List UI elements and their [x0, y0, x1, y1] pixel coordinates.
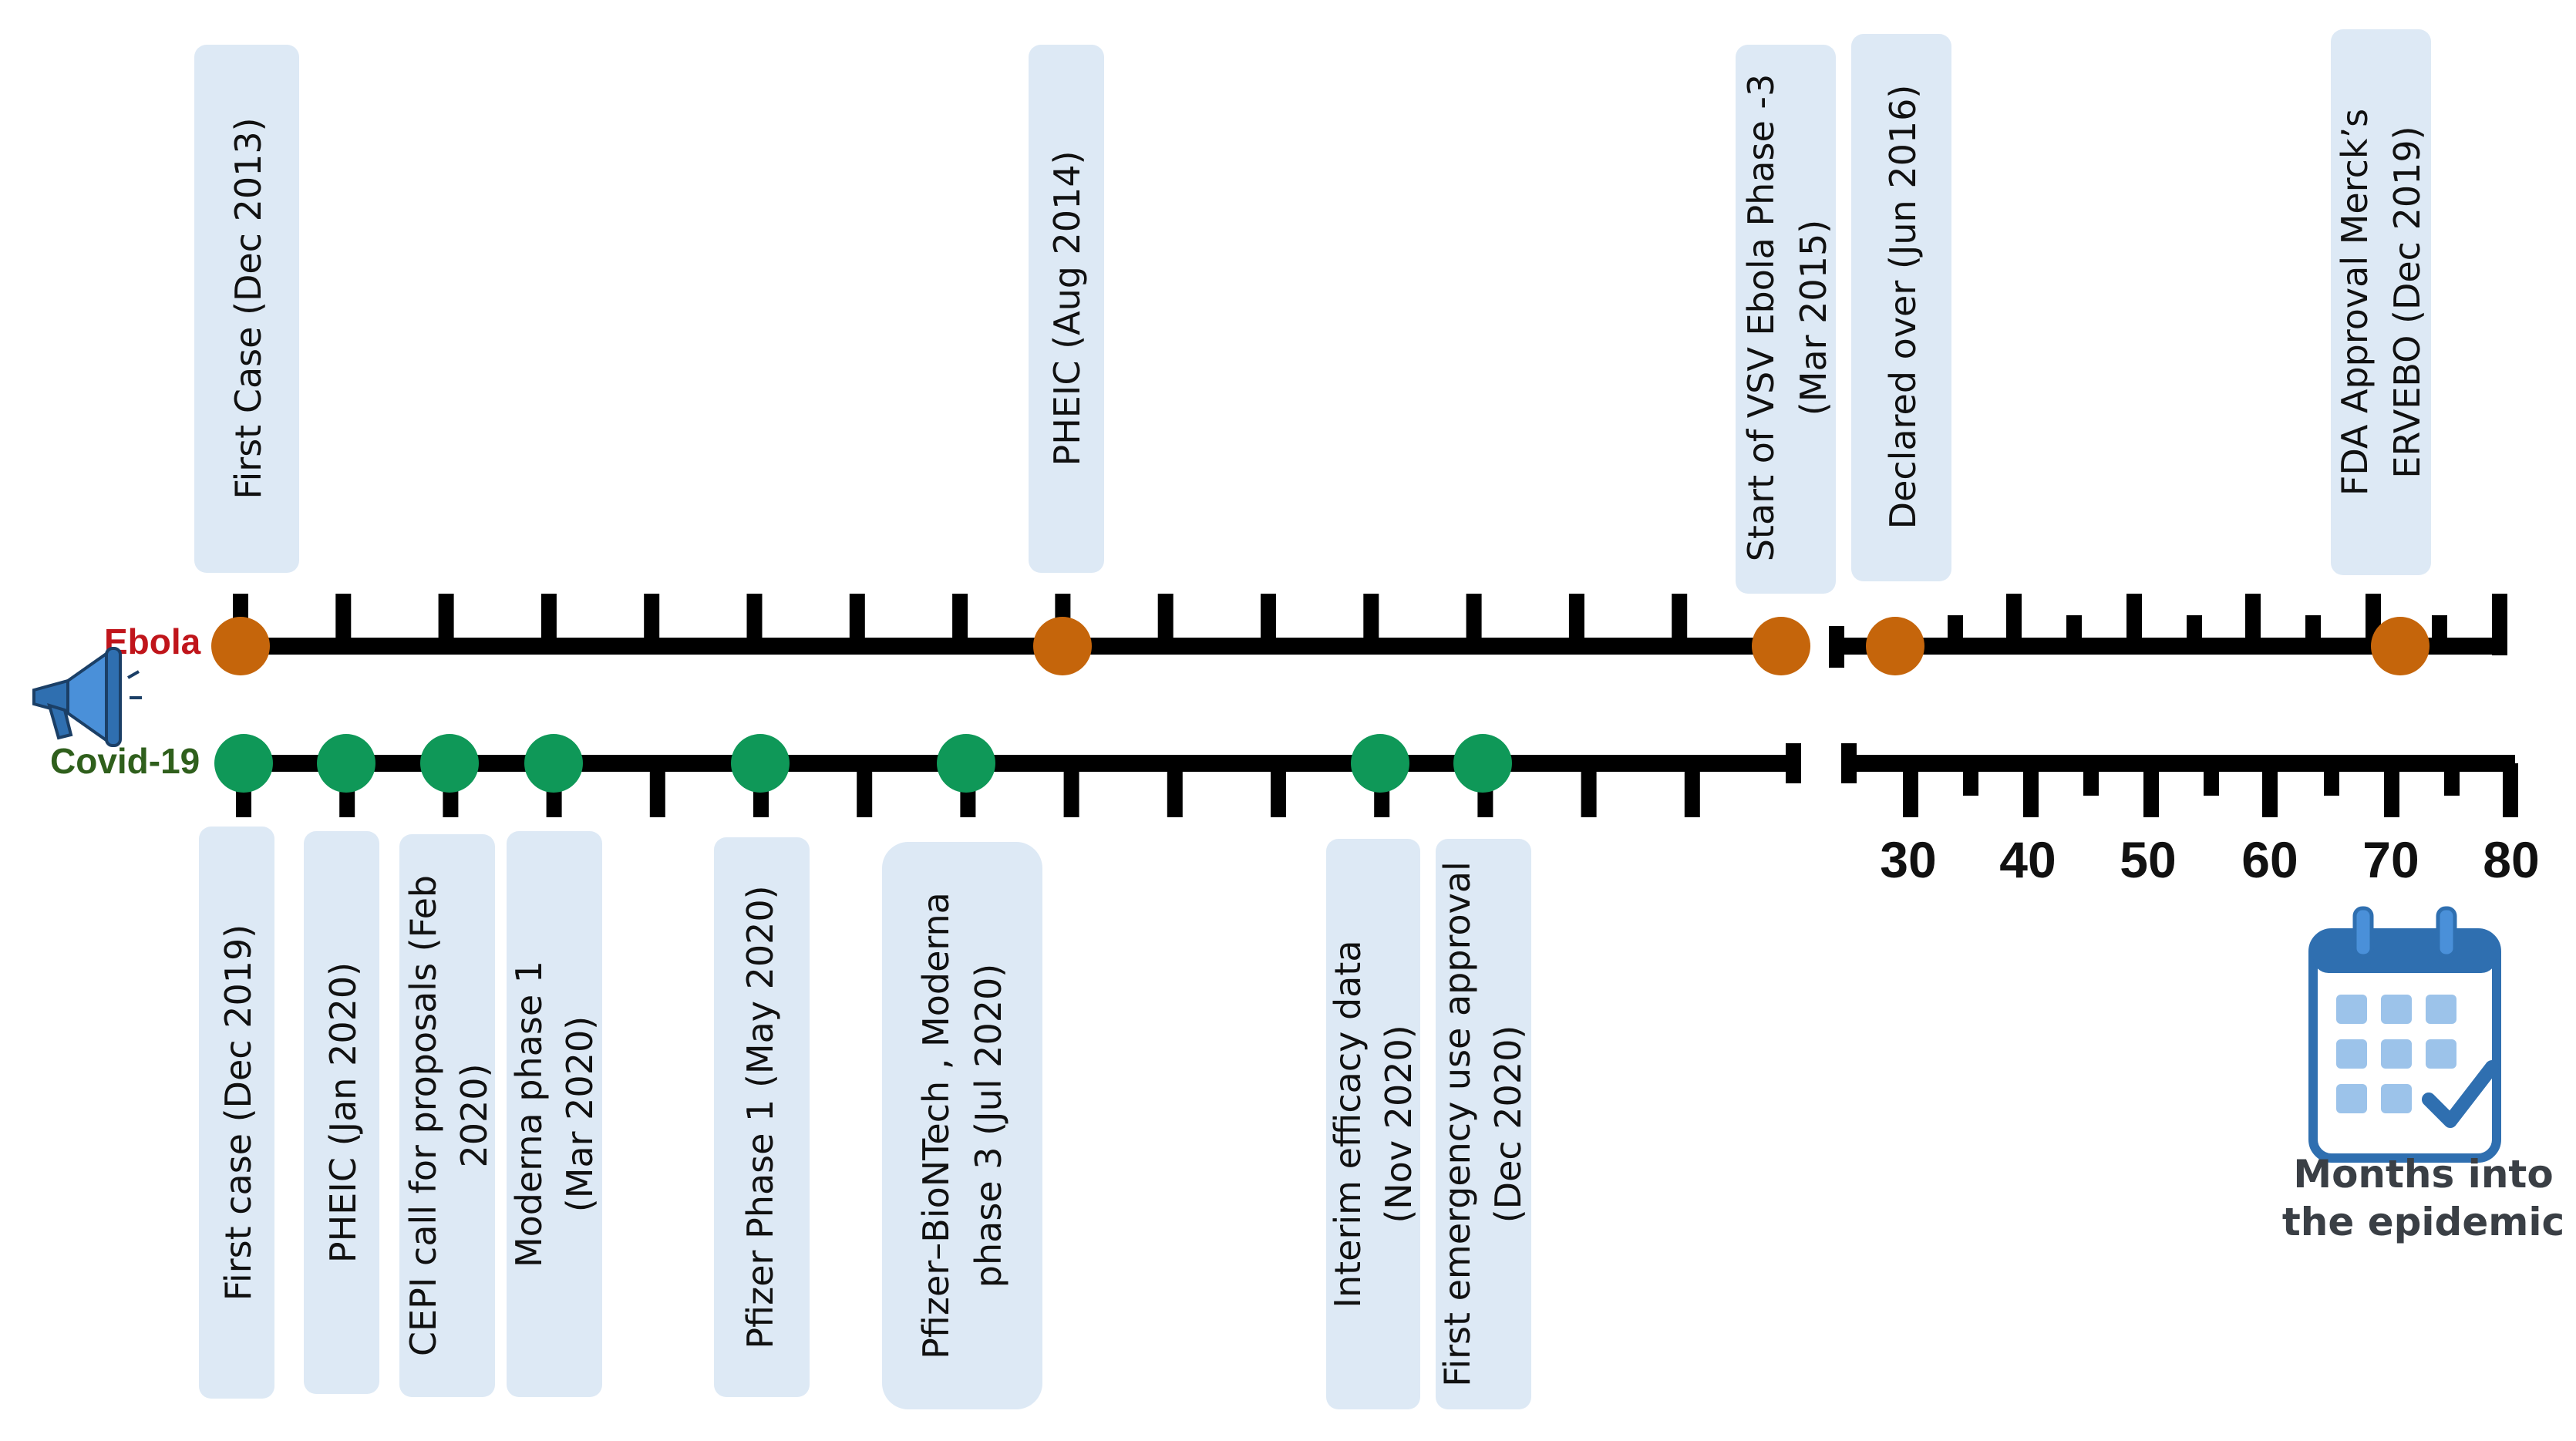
covid-event-4-label-line1: Moderna phase 1 [508, 961, 550, 1268]
covid-event-7-label-line1: Interim efficacy data [1327, 940, 1369, 1308]
ebola-event-3: Start of VSV Ebola Phase -3 (Mar 2015) [1736, 45, 1836, 594]
covid-event-1: First case (Dec 2019) [199, 827, 274, 1399]
ebola-event-2-marker [1033, 617, 1092, 675]
months-caption-line1: Months into [2293, 1152, 2553, 1197]
megaphone-icon [32, 647, 142, 747]
ebola-event-2-label: PHEIC (Aug 2014) [1046, 150, 1088, 466]
covid-event-3-label-line1: CEPI call for proposals (Feb [402, 875, 444, 1356]
covid-event-8-label-line2: (Dec 2020) [1487, 1025, 1529, 1224]
covid-event-6-marker [937, 734, 995, 793]
covid-event-3-marker [420, 734, 479, 793]
covid-timeline [214, 734, 2518, 817]
covid-event-7-marker [1351, 734, 1409, 793]
covid-event-3: CEPI call for proposals (Feb 2020) [399, 834, 495, 1397]
ebola-event-5-label-line1: FDA Approval Merck’s [2334, 109, 2376, 496]
ebola-event-1-marker [211, 617, 270, 675]
covid-event-4: Moderna phase 1 (Mar 2020) [507, 831, 602, 1397]
covid-event-2: PHEIC (Jan 2020) [304, 831, 379, 1394]
covid-event-8-label-line1: First emergency use approval [1436, 861, 1478, 1387]
covid-event-5-label: Pfizer Phase 1 (May 2020) [739, 885, 781, 1348]
months-caption-line2: the epidemic [2282, 1200, 2564, 1244]
ebola-event-5: FDA Approval Merck’s ERVEBO (Dec 2019) [2331, 29, 2431, 575]
axis-tick-label: 50 [2120, 831, 2176, 888]
covid-event-5-marker [731, 734, 790, 793]
covid-event-6: Pfizer–BioNTech , Moderna phase 3 (Jul 2… [882, 842, 1042, 1409]
covid-event-3-label-line2: 2020) [453, 1063, 495, 1167]
ebola-event-2: PHEIC (Aug 2014) [1029, 45, 1104, 573]
axis-tick-label: 60 [2241, 831, 2298, 888]
covid-event-8-marker [1453, 734, 1512, 793]
covid-event-1-label: First case (Dec 2019) [217, 924, 259, 1301]
ebola-event-1: First Case (Dec 2013) [194, 45, 299, 573]
axis-tick-label: 70 [2362, 831, 2419, 888]
axis-tick-labels: 30 40 50 60 70 80 [1880, 831, 2539, 888]
covid-event-8: First emergency use approval (Dec 2020) [1436, 839, 1531, 1409]
ebola-timeline [211, 594, 2507, 675]
ebola-event-3-marker [1752, 617, 1810, 675]
ebola-event-4-marker [1866, 617, 1924, 675]
covid-event-4-label-line2: (Mar 2020) [559, 1016, 601, 1212]
covid-event-6-label-line1: Pfizer–BioNTech , Moderna [915, 892, 957, 1359]
ebola-event-3-label-line2: (Mar 2015) [1793, 220, 1834, 416]
covid-event-7: Interim efficacy data (Nov 2020) [1326, 839, 1420, 1409]
covid-event-7-label-line2: (Nov 2020) [1378, 1025, 1419, 1223]
ebola-event-5-label-line2: ERVEBO (Dec 2019) [2386, 126, 2428, 478]
covid-event-2-marker [317, 734, 375, 793]
ebola-event-4-label: Declared over (Jun 2016) [1882, 85, 1924, 530]
covid-event-4-marker [524, 734, 583, 793]
covid-series-label: Covid-19 [50, 741, 200, 781]
ebola-event-5-marker [2371, 617, 2430, 675]
ebola-event-4: Declared over (Jun 2016) [1851, 34, 1951, 581]
ebola-event-1-label: First Case (Dec 2013) [227, 117, 269, 499]
axis-tick-label: 30 [1880, 831, 1936, 888]
ebola-event-3-label-line1: Start of VSV Ebola Phase -3 [1740, 74, 1782, 562]
calendar-check-icon [2308, 906, 2501, 1163]
covid-event-5: Pfizer Phase 1 (May 2020) [714, 837, 810, 1397]
covid-event-2-label: PHEIC (Jan 2020) [322, 962, 364, 1263]
covid-event-6-label-line2: phase 3 (Jul 2020) [968, 964, 1009, 1288]
axis-tick-label: 80 [2483, 831, 2539, 888]
axis-tick-label: 40 [1999, 831, 2056, 888]
covid-event-1-marker [214, 734, 273, 793]
